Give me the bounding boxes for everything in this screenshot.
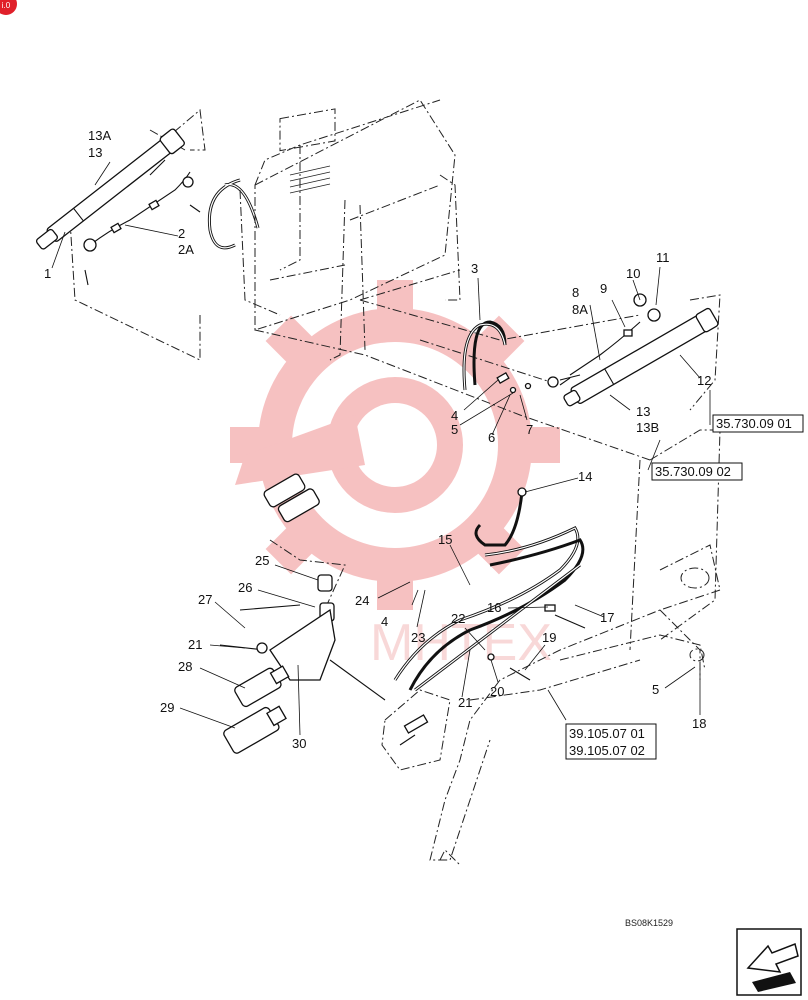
- callout-30: 30: [292, 736, 306, 751]
- callout-2a: 2A: [178, 242, 194, 257]
- callout-22: 22: [451, 611, 465, 626]
- callout-4-center: 4: [451, 408, 458, 423]
- detail-circle: [329, 659, 451, 771]
- callout-16: 16: [487, 600, 501, 615]
- callout-29: 29: [160, 700, 174, 715]
- center-hose-assembly: [462, 320, 581, 394]
- upper-left-cylinder-assembly: [35, 109, 260, 361]
- callout-5-lower: 5: [652, 682, 659, 697]
- callout-2: 2: [178, 226, 185, 241]
- lift-arm-outline: [429, 544, 721, 866]
- callout-labels: 13A 13 2 2A 1 3 4 5 6 7 8 8A 9 10 11 12 …: [44, 128, 711, 751]
- callout-19: 19: [542, 630, 556, 645]
- reference-39-105-07-01-label: 39.105.07 01: [569, 726, 645, 741]
- callout-13-upper: 13: [88, 145, 102, 160]
- corner-badge-label: i.0: [2, 1, 11, 10]
- callout-8: 8: [572, 285, 579, 300]
- right-cylinder-assembly: [559, 293, 719, 407]
- callout-18: 18: [692, 716, 706, 731]
- callout-21-left: 21: [188, 637, 202, 652]
- callout-5-center: 5: [451, 422, 458, 437]
- callout-17: 17: [600, 610, 614, 625]
- drawing-code: BS08K1529: [625, 918, 673, 928]
- coupler-bracket-assembly: [219, 473, 346, 754]
- watermark-logo: МНТЕХ: [230, 280, 560, 672]
- corner-badge: i.0: [0, 0, 17, 15]
- callout-25: 25: [255, 553, 269, 568]
- callout-3: 3: [471, 261, 478, 276]
- callout-12: 12: [697, 373, 711, 388]
- reference-39-105-07-02-label: 39.105.07 02: [569, 743, 645, 758]
- callout-27: 27: [198, 592, 212, 607]
- callout-4-lower: 4: [381, 614, 388, 629]
- callout-21-right: 21: [458, 695, 472, 710]
- callout-13a: 13A: [88, 128, 111, 143]
- leader-lines: [51, 161, 711, 736]
- callout-1: 1: [44, 266, 51, 281]
- reference-35-730-09-02[interactable]: 35.730.09 02: [651, 462, 743, 481]
- callout-9: 9: [600, 281, 607, 296]
- reference-35-730-09-02-label: 35.730.09 02: [655, 464, 731, 479]
- next-page-arrow-icon[interactable]: [736, 928, 802, 996]
- callout-7: 7: [526, 422, 533, 437]
- reference-35-730-09-01-label: 35.730.09 01: [716, 416, 792, 431]
- callout-10: 10: [626, 266, 640, 281]
- callout-6: 6: [488, 430, 495, 445]
- boom-hose-assembly: [393, 487, 586, 692]
- callout-13-right: 13: [636, 404, 650, 419]
- callout-20: 20: [490, 684, 504, 699]
- reference-35-730-09-01[interactable]: 35.730.09 01: [712, 414, 804, 433]
- cab-frame-outline: [239, 99, 721, 651]
- callout-15: 15: [438, 532, 452, 547]
- callout-26: 26: [238, 580, 252, 595]
- callout-28: 28: [178, 659, 192, 674]
- callout-11: 11: [656, 250, 670, 265]
- callout-8a: 8A: [572, 302, 588, 317]
- callout-13b: 13B: [636, 420, 659, 435]
- reference-39-105-07[interactable]: 39.105.07 01 39.105.07 02: [565, 723, 657, 760]
- callout-24: 24: [355, 593, 369, 608]
- callout-23: 23: [411, 630, 425, 645]
- watermark-text: МНТЕХ: [370, 614, 552, 672]
- callout-14: 14: [578, 469, 592, 484]
